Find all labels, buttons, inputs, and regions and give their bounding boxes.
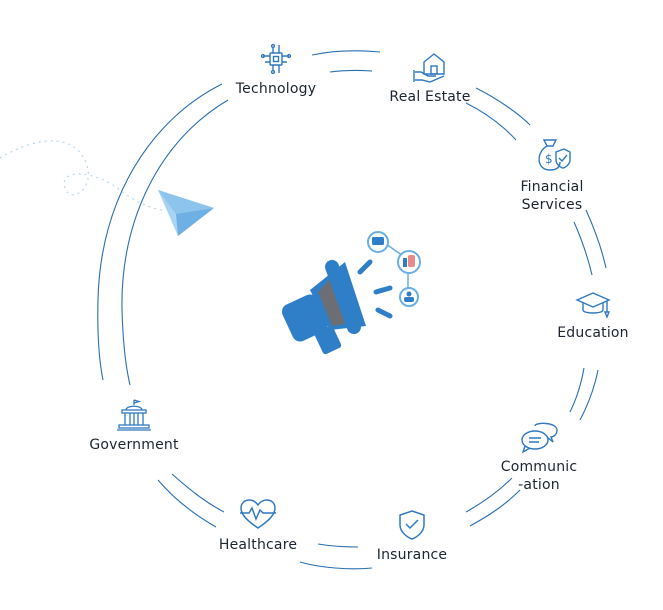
sector-healthcare: Healthcare [212, 498, 304, 554]
arc-top-1 [311, 50, 381, 56]
arc-right-4 [573, 221, 593, 276]
arc-top-2 [329, 69, 373, 73]
chat-bubbles-icon [521, 422, 558, 454]
sector-label-line2: Services [521, 197, 583, 213]
arc-outer-technology-left [97, 83, 223, 381]
sector-label: Healthcare [218, 537, 298, 553]
sector-financial-services: $ Financial Services [504, 136, 600, 214]
heart-pulse-icon [240, 499, 276, 529]
megaphone-icon [281, 259, 393, 355]
social-bubbles [367, 231, 421, 307]
paper-plane-icon [158, 190, 214, 236]
arc-right-3 [585, 209, 607, 269]
arc-bottom-1 [317, 543, 359, 548]
arc-right-6 [569, 367, 585, 413]
sector-label: Communic [500, 459, 578, 475]
arc-right-7 [469, 489, 521, 527]
arc-right-2 [465, 102, 517, 141]
money-bag-shield-icon: $ [538, 139, 571, 171]
sector-label: Financial [520, 179, 584, 195]
shield-check-icon [399, 510, 425, 540]
sector-label: Technology [235, 81, 317, 97]
sector-communication: Communic -ation [494, 420, 584, 494]
sector-government: Government [84, 398, 184, 454]
arc-right-8 [465, 477, 513, 513]
sector-label: Insurance [376, 547, 448, 563]
arc-inner-technology-left [121, 99, 229, 386]
sector-education: Education [548, 290, 638, 342]
arc-left-2 [171, 473, 225, 513]
sector-label: Education [557, 325, 629, 341]
sector-technology: Technology [228, 42, 324, 98]
sector-label: Real Estate [389, 89, 471, 105]
house-in-hand-icon [413, 53, 445, 83]
dotted-trail [0, 140, 163, 211]
government-building-icon [117, 399, 151, 431]
circuit-chip-icon [260, 43, 292, 75]
svg-text:$: $ [545, 152, 553, 166]
arc-right-1 [475, 87, 531, 126]
arc-right-5 [579, 369, 599, 421]
sector-label-line2: -ation [518, 477, 560, 493]
sector-real-estate: Real Estate [382, 50, 478, 106]
arc-bottom-2 [299, 561, 373, 570]
sector-label: Government [89, 437, 179, 453]
sector-insurance: Insurance [366, 508, 458, 564]
graduation-cap-icon [575, 292, 611, 319]
arc-left-1 [157, 479, 217, 528]
